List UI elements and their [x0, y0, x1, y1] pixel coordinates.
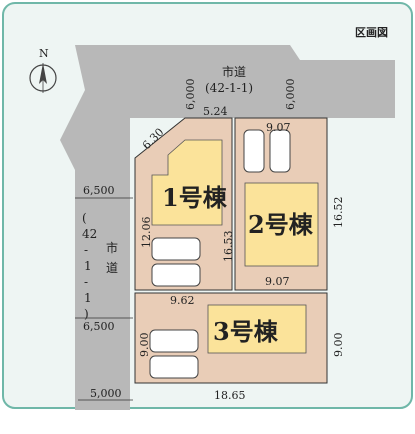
lot-1: 1号棟 — [134, 117, 233, 291]
lot-3-dim-0: 9.62 — [170, 294, 195, 307]
setback-1: 6,500 — [83, 184, 115, 197]
plan-title: 区画図 — [355, 25, 388, 39]
road-area — [60, 45, 395, 410]
top-road-width-left: 6,000 — [184, 79, 197, 111]
north-arrow-icon: N — [29, 47, 57, 93]
svg-text:道: 道 — [106, 261, 118, 275]
svg-text:市: 市 — [106, 240, 118, 255]
lot-2-dim-0: 9.07 — [266, 121, 291, 134]
lot-2-dim-2: 9.07 — [265, 275, 290, 288]
top-road-code: (42-1-1) — [205, 81, 253, 95]
lot-3-dim-3: 18.65 — [214, 389, 246, 402]
lot-1-dim-3: 16.53 — [222, 231, 235, 263]
svg-text:-: - — [84, 243, 88, 257]
compass-label: N — [39, 47, 49, 60]
lot-3-label: 3号棟 — [213, 317, 279, 346]
lot-2-dim-1: 16.52 — [332, 197, 345, 229]
lot-2-label: 2号棟 — [248, 210, 314, 239]
top-road-name: 市道 — [222, 64, 246, 79]
svg-text:(: ( — [82, 211, 87, 225]
setback-2: 6,500 — [83, 320, 115, 333]
svg-text:1: 1 — [84, 259, 92, 273]
top-road-width-right: 6,000 — [284, 79, 297, 111]
lot-1-dim-2: 12.06 — [140, 217, 153, 249]
svg-text:-: - — [84, 275, 88, 289]
lot-3: 3号棟 — [134, 292, 328, 384]
svg-text:): ) — [84, 307, 89, 321]
lot-1-dim-1: 5.24 — [203, 105, 228, 118]
lot-3-dim-2: 9.00 — [332, 333, 345, 358]
lot-3-dim-1: 9.00 — [138, 333, 151, 358]
lot-1-label: 1号棟 — [162, 183, 228, 212]
svg-text:42: 42 — [82, 227, 97, 241]
lot-2: 2号棟 — [234, 117, 328, 291]
left-road-label: ( 42 - 1 - 1 ) 市 道 — [82, 211, 118, 321]
svg-text:1: 1 — [84, 291, 92, 305]
setback-3: 5,000 — [90, 387, 122, 400]
